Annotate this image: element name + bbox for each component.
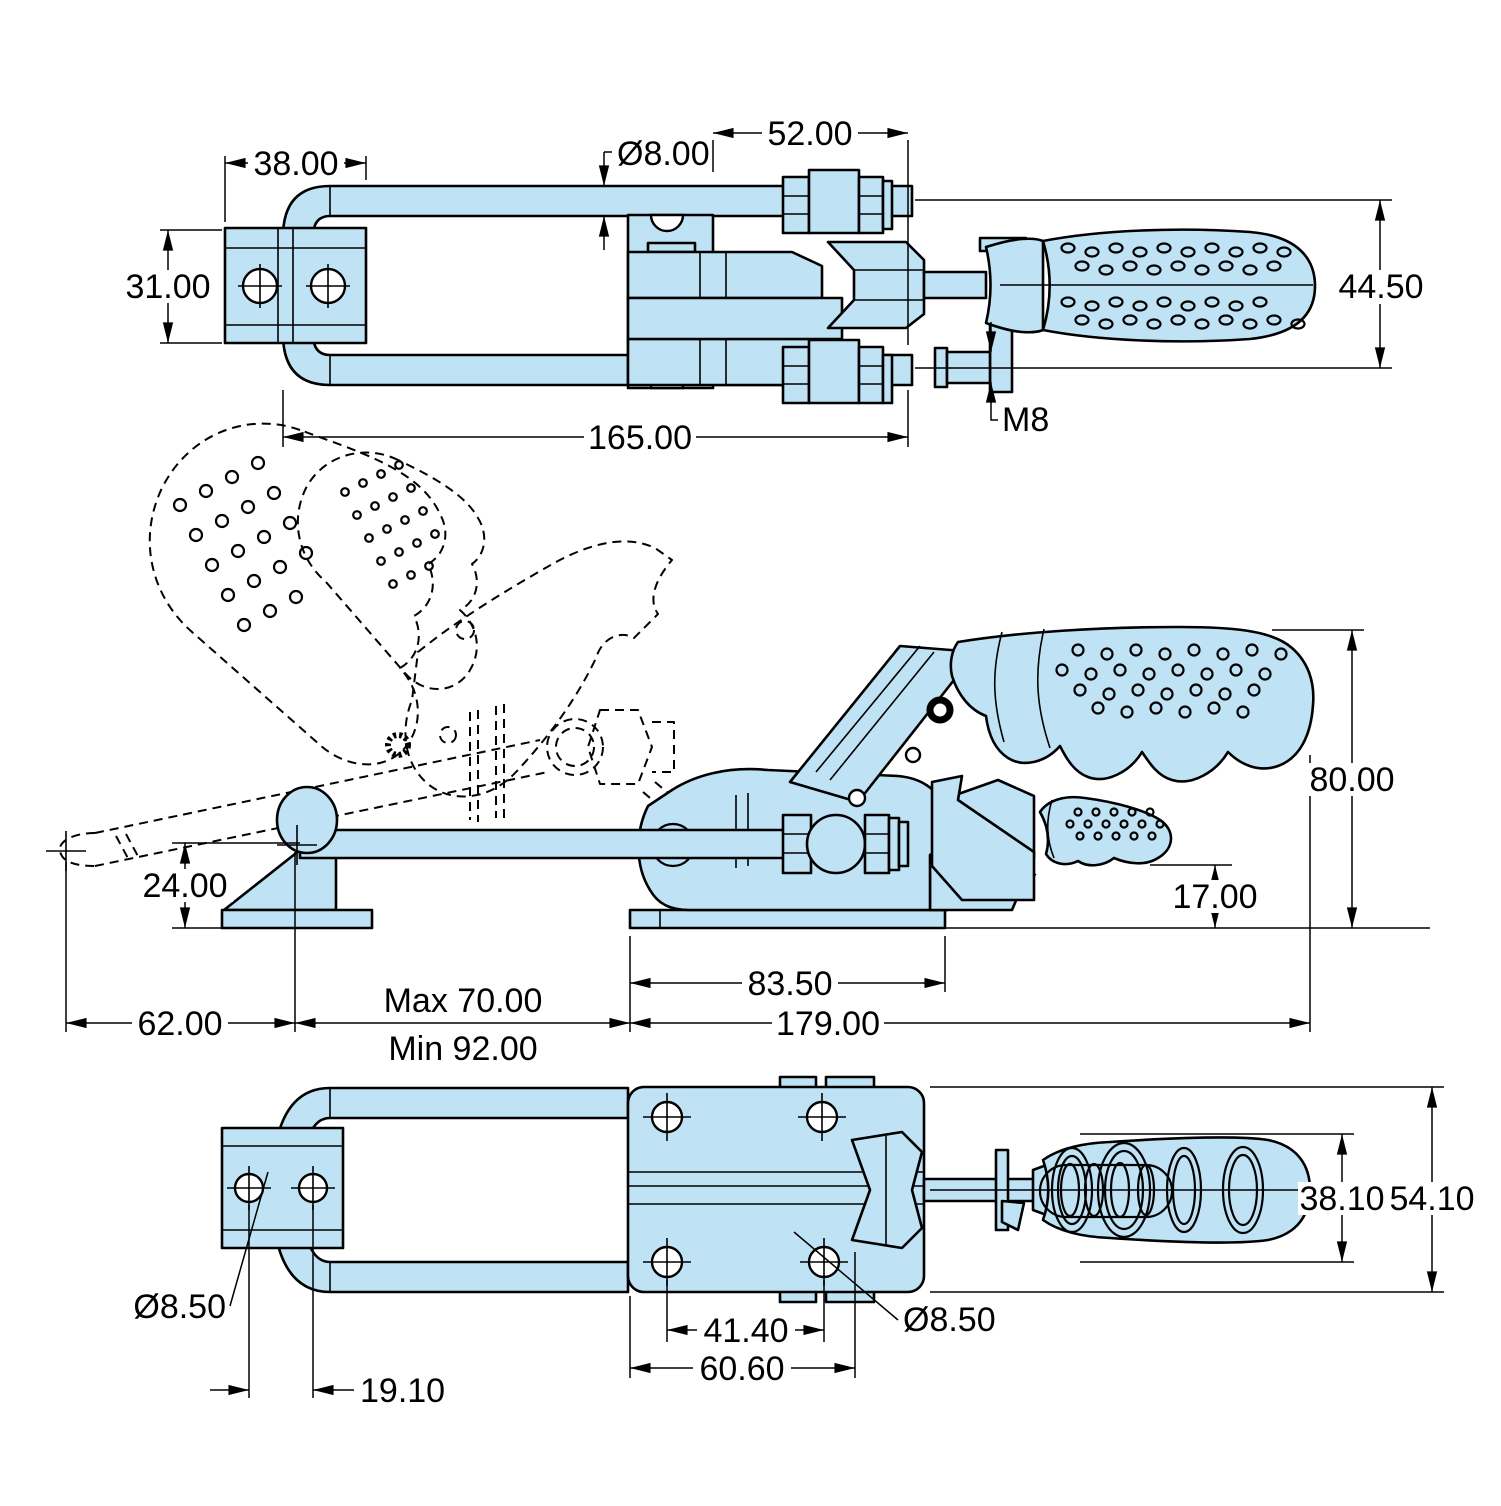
side-view: 24.00 62.00 Max 70.00 Min 92.00 179.00 8… (46, 422, 1430, 1068)
open-lever-claw (404, 540, 673, 798)
dim-label-1910: 19.10 (360, 1372, 445, 1410)
dim-label-5410: 54.10 (1389, 1180, 1474, 1218)
dim-label-62: 62.00 (137, 1005, 222, 1043)
dim-bracket-height: 31.00 (120, 229, 222, 344)
dim-rod-diameter: Ø8.00 (598, 135, 710, 250)
dim-overall-length: 179.00 (629, 755, 1311, 1043)
dim-base-hole-diameter: Ø8.50 (793, 1231, 996, 1339)
base-plate-side (628, 908, 947, 930)
dim-latch-length: 165.00 (282, 390, 909, 457)
dim-label-max: Max 70.00 (384, 982, 543, 1020)
dim-label-4140: 41.40 (703, 1312, 788, 1350)
dim-label-min: Min 92.00 (388, 1030, 537, 1068)
open-handle-dots (172, 455, 440, 633)
dim-label-179: 179.00 (776, 1005, 880, 1043)
dim-bracket-width: 38.00 (224, 145, 367, 222)
finger-groove-3 (1165, 1146, 1203, 1234)
dim-label-52: 52.00 (767, 115, 852, 153)
dim-label-d8: Ø8.00 (617, 135, 710, 173)
top-view: 38.00 31.00 Ø8.00 52.00 44.50 (120, 115, 1436, 457)
dim-thread-size: M8 (985, 322, 1049, 439)
finger-groove-2 (1096, 1141, 1152, 1239)
dim-label-d85-right: Ø8.50 (903, 1301, 996, 1339)
dim-label-24: 24.00 (142, 867, 227, 905)
handle-pivot-pin (926, 696, 954, 724)
bottom-view: Ø8.50 19.10 41.40 60.60 Ø8.50 (133, 1075, 1476, 1410)
catch-crosshair (277, 825, 317, 865)
dim-trigger-clearance: 17.00 (1150, 864, 1263, 928)
dim-overall-height: 80.00 (1272, 629, 1400, 928)
latch-rod-side (298, 828, 797, 860)
dim-handle-diameter: 44.50 (915, 199, 1436, 369)
dim-bracket-hole-spacing: 19.10 (210, 1205, 445, 1410)
drawbar-shaft (626, 296, 844, 341)
dim-label-31: 31.00 (125, 268, 210, 306)
dim-label-m8: M8 (1002, 401, 1049, 439)
open-main-handle (148, 422, 447, 766)
open-swivel-nut (587, 709, 653, 785)
dim-base-length: 83.50 (630, 936, 946, 1003)
dim-label-6060: 60.60 (699, 1350, 784, 1388)
latch-hook-end (275, 785, 339, 855)
dim-label-835: 83.50 (747, 965, 832, 1003)
dim-label-17: 17.00 (1172, 878, 1257, 916)
trigger-grip-side (1038, 795, 1173, 867)
dim-label-80: 80.00 (1309, 761, 1394, 799)
trigger-grip-dots (1065, 807, 1165, 841)
dim-catch-height: 24.00 (137, 842, 300, 929)
spindle-yoke (826, 240, 926, 330)
dim-base-hole-offset: 60.60 (629, 1252, 856, 1388)
finger-groove-1 (1050, 1146, 1094, 1234)
dim-label-38: 38.00 (253, 145, 338, 183)
open-position-phantom (46, 422, 701, 871)
dim-open-reach: 62.00 (65, 852, 296, 1043)
spindle (922, 270, 988, 300)
dim-hook-range: Max 70.00 Min 92.00 (295, 982, 630, 1068)
dim-label-165: 165.00 (588, 419, 692, 457)
open-trigger-handle (296, 451, 486, 690)
trigger-lever (930, 774, 1036, 902)
label-bg (248, 147, 344, 180)
main-handle-grip-side (949, 625, 1315, 783)
grip-texture-dots (1060, 242, 1306, 330)
dim-label-4450: 44.50 (1338, 268, 1423, 306)
dim-base-hole-spacing: 41.40 (666, 1280, 825, 1350)
open-swivel-eye (546, 718, 604, 776)
dim-handle-width: 38.10 (1080, 1133, 1386, 1263)
open-pivot-pin (385, 732, 411, 758)
dim-label-d85-left: Ø8.50 (133, 1288, 226, 1326)
clevis-arm-top (626, 250, 824, 300)
latch-star-nut (850, 1130, 924, 1250)
main-grip-dots (1055, 643, 1288, 719)
finger-groove-4 (1221, 1145, 1265, 1235)
dim-base-width: 54.10 (930, 1086, 1476, 1293)
swivel-ball (805, 813, 867, 875)
dim-label-3810: 38.10 (1299, 1180, 1384, 1218)
dim-spindle-length: 52.00 (712, 115, 909, 345)
